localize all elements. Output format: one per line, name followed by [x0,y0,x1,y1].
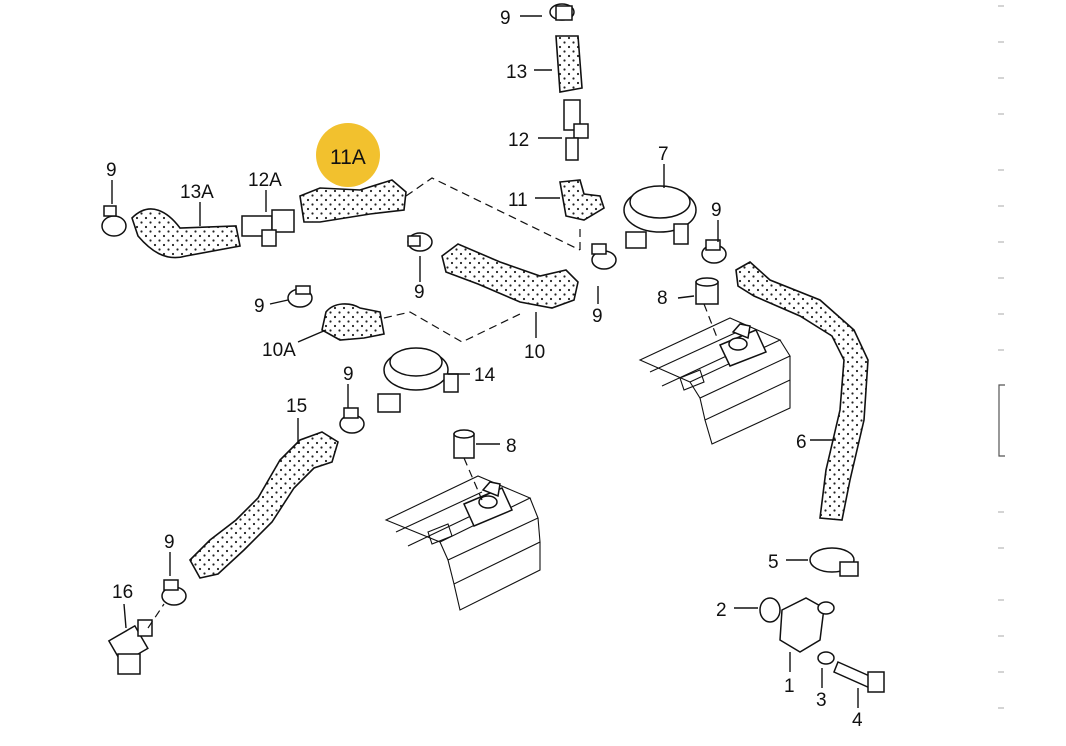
callout-8-right: 8 [657,288,668,309]
callout-4: 4 [852,710,863,731]
callout-9-hose10: 9 [414,282,425,303]
hose-10a [321,303,385,341]
callout-9-mid: 9 [592,306,603,327]
hoses [131,35,869,579]
callout-13: 13 [506,62,527,83]
edge-ticks [998,5,1005,709]
o-ring-2 [759,597,781,623]
hose-13a [131,208,241,259]
callout-15: 15 [286,396,307,417]
bolt-4 [833,660,885,693]
cylinder-head-cover-right [638,317,791,445]
callout-12a: 12A [248,170,282,191]
callout-9-bottom: 9 [164,532,175,553]
callout-6: 6 [796,432,807,453]
callout-9-10a: 9 [254,296,265,317]
callouts: 9 13 12 11 7 9 8 9 9 13A 12A 11A 9 10A 1… [106,8,863,731]
callout-12: 12 [508,130,529,151]
pressure-regulator-14 [377,347,459,413]
flange-1 [779,597,835,653]
valve-12a [241,209,295,247]
hose-13 [555,35,583,93]
callout-13a: 13A [180,182,214,203]
hose-15 [189,431,339,579]
callout-9-top: 9 [500,8,511,29]
callout-14: 14 [474,365,496,386]
clamp-5 [809,547,859,577]
parts [101,3,885,693]
callout-7: 7 [658,144,669,165]
callout-10: 10 [524,342,545,363]
clamp-top [549,3,575,21]
callout-9-right: 9 [711,200,722,221]
callout-3: 3 [816,690,827,711]
washer-3 [817,651,835,665]
leader-lines [111,15,859,708]
callout-9-left: 9 [106,160,117,181]
valve-12 [563,99,589,161]
plug-8-left [453,429,475,459]
clamps [101,205,727,606]
callout-11a: 11A [330,146,366,169]
hose-11a [299,179,407,223]
plug-8-right [695,277,719,305]
callout-1: 1 [784,676,795,697]
callout-8-left: 8 [506,436,517,457]
callout-16: 16 [112,582,133,603]
callout-2: 2 [716,600,727,621]
callout-10a: 10A [262,340,296,361]
hose-11 [559,179,605,221]
callout-11: 11 [508,190,528,211]
cylinder-head-cover-left [384,475,541,611]
hose-10 [441,243,579,309]
callout-5: 5 [768,552,779,573]
highlight-circle [316,123,380,187]
connector-16 [107,619,153,675]
hose-6 [735,261,869,521]
callout-9-14: 9 [343,364,354,385]
pressure-regulator-7 [623,185,697,249]
